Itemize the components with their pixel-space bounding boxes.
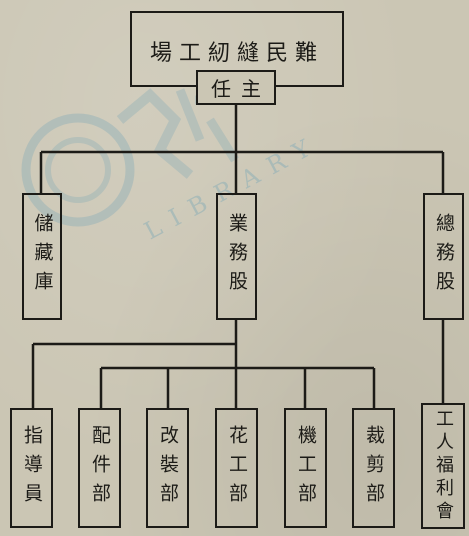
division-business-box: 業務股 (216, 193, 257, 320)
organization-name: 難民縫紉工場 (149, 41, 324, 66)
unit-machine-box: 機工部 (284, 408, 327, 528)
unit-alteration-label: 改裝部 (157, 424, 179, 512)
division-business-label: 業務股 (226, 213, 248, 300)
unit-accessories-box: 配件部 (78, 408, 121, 528)
welfare-unit-box: 工人福利會 (421, 403, 465, 529)
division-general-affairs-label: 總務股 (433, 213, 455, 300)
head-label: 主任 (211, 77, 271, 101)
unit-accessories-label: 配件部 (89, 424, 111, 512)
unit-cutting-box: 裁剪部 (352, 408, 395, 528)
division-general-affairs-box: 總務股 (423, 193, 464, 320)
unit-machine-label: 機工部 (295, 424, 317, 512)
unit-instructor-box: 指導員 (10, 408, 53, 528)
division-storage-label: 儲藏庫 (31, 213, 54, 300)
unit-alteration-box: 改裝部 (146, 408, 189, 528)
division-storage-box: 儲藏庫 (22, 193, 62, 320)
unit-instructor-label: 指導員 (21, 424, 43, 512)
unit-cutting-label: 裁剪部 (363, 424, 385, 512)
unit-embroidery-box: 花工部 (215, 408, 258, 528)
welfare-unit-label: 工人福利會 (433, 408, 454, 524)
unit-embroidery-label: 花工部 (226, 424, 248, 512)
head-box: 主任 (196, 70, 276, 105)
